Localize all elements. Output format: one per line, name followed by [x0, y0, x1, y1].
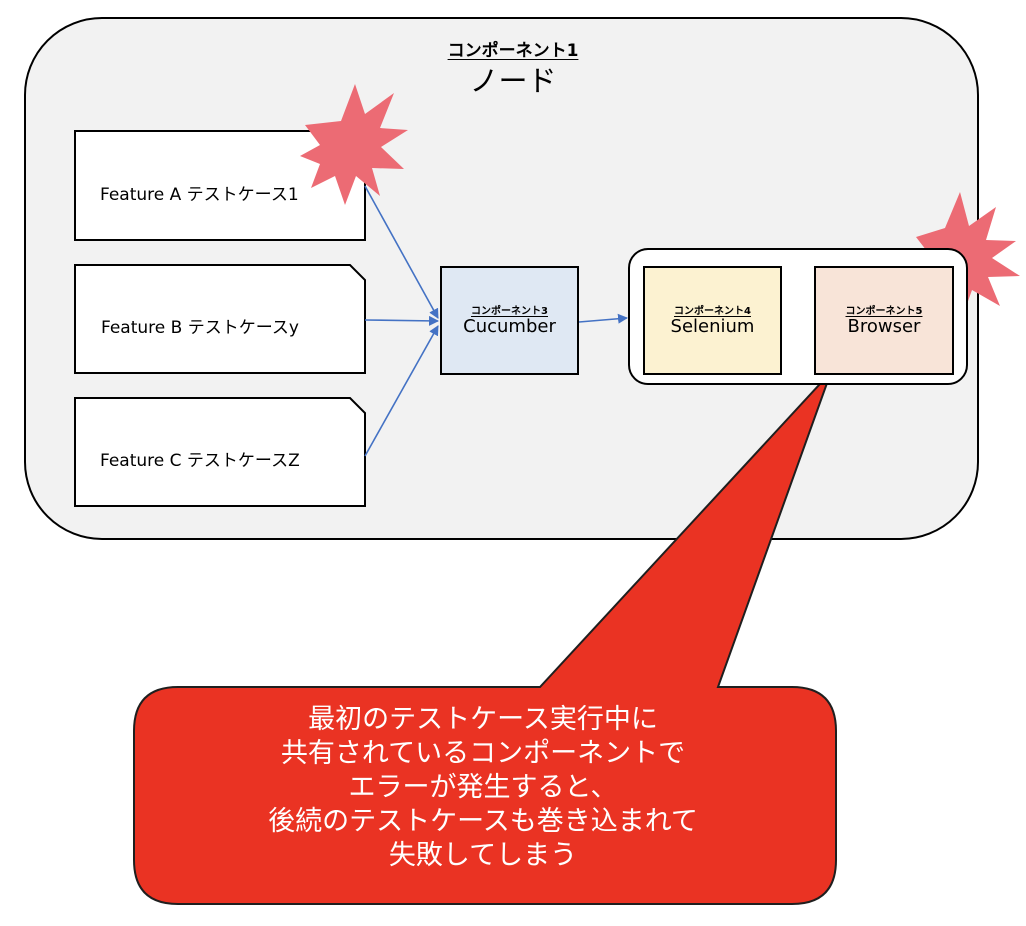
callout-line: 失敗してしまう — [388, 840, 578, 871]
feature-c-document — [74, 397, 366, 507]
node-stereotype: コンポーネント1 — [447, 41, 579, 61]
callout-line: 後続のテストケースも巻き込まれて — [268, 806, 698, 837]
arrow-feature-b-to-cucumber — [364, 315, 439, 326]
callout-line: 共有されているコンポーネントで — [280, 738, 686, 769]
explosion-icon — [300, 84, 408, 205]
cucumber-component: コンポーネント3 Cucumber — [440, 266, 579, 375]
feature-b-document — [74, 264, 366, 374]
callout-line: 最初のテストケース実行中に — [308, 704, 658, 735]
feature-b-label: Feature B テストケースy — [101, 318, 299, 338]
selenium-name: Selenium — [670, 316, 755, 337]
arrow-cucumber-to-selenium — [578, 313, 628, 324]
cucumber-stereotype: コンポーネント3 — [471, 306, 548, 317]
callout-text: 最初のテストケース実行中に 共有されているコンポーネントで エラーが発生すると、… — [130, 703, 836, 873]
callout-bubble — [133, 371, 837, 905]
selenium-component: コンポーネント4 Selenium — [643, 266, 782, 375]
node-title: ノード — [469, 64, 557, 98]
selenium-stereotype: コンポーネント4 — [674, 306, 751, 317]
browser-component: コンポーネント5 Browser — [814, 266, 954, 375]
callout-line: エラーが発生すると、 — [348, 772, 618, 803]
browser-name: Browser — [847, 316, 921, 337]
feature-a-document — [74, 130, 366, 241]
arrow-feature-a-to-cucumber — [364, 185, 439, 319]
cucumber-name: Cucumber — [463, 316, 556, 337]
browser-stereotype: コンポーネント5 — [845, 306, 923, 317]
feature-a-label: Feature A テストケース1 — [100, 185, 299, 205]
arrow-feature-c-to-cucumber — [364, 325, 439, 457]
feature-c-label: Feature C テストケースZ — [100, 451, 300, 471]
